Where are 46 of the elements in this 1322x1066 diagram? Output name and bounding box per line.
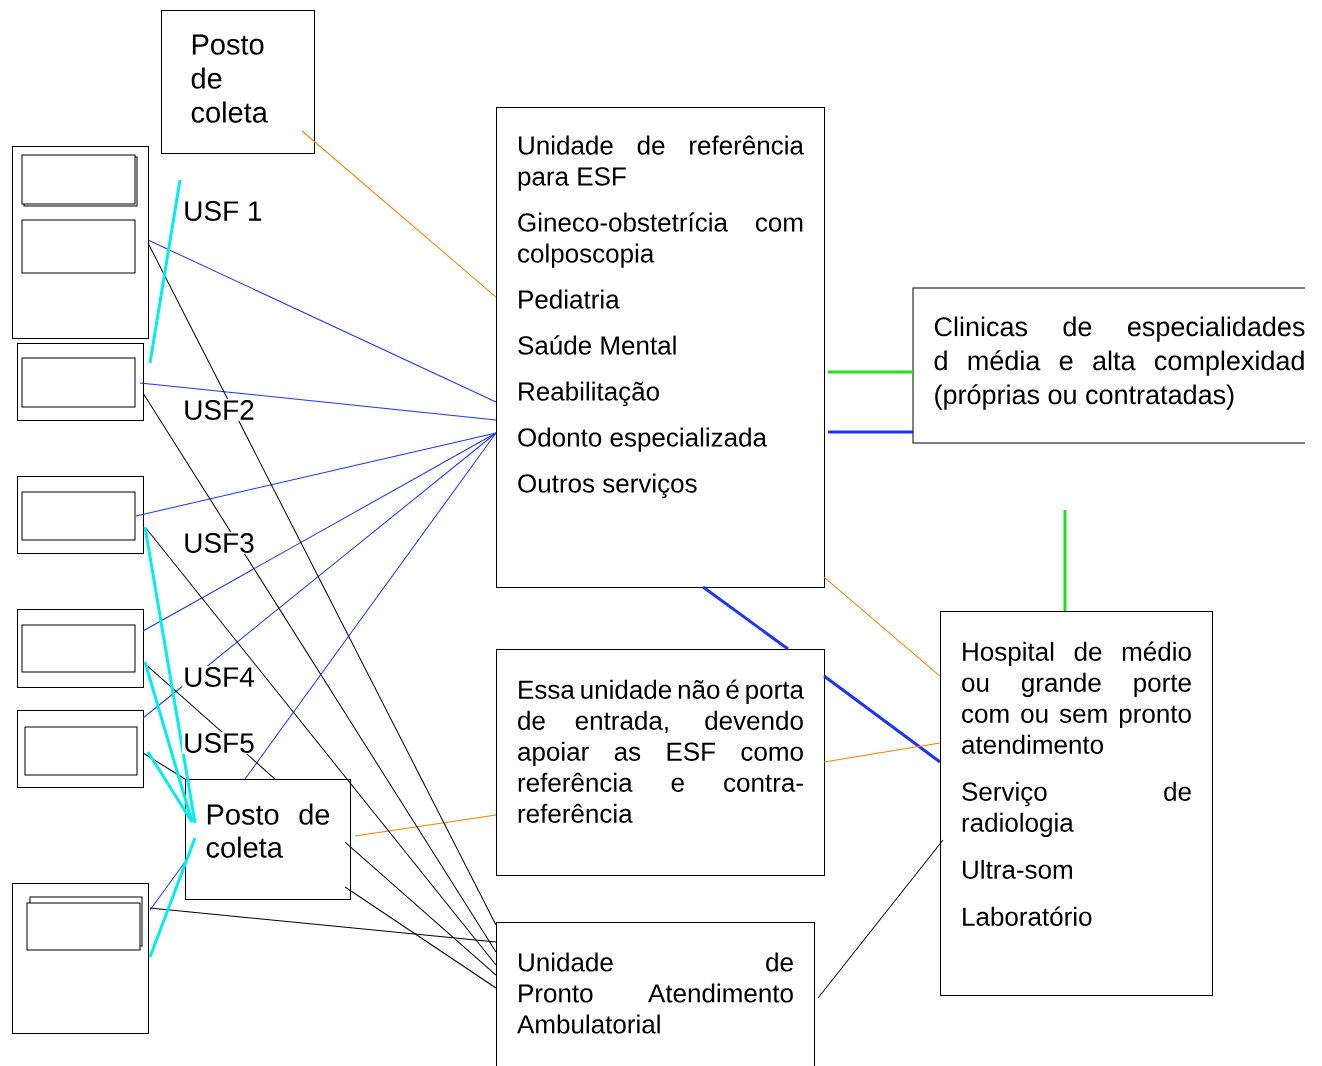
connector-line <box>148 179 182 364</box>
unit-label: USF 1 <box>182 200 264 222</box>
unit-box <box>12 883 149 1034</box>
text-box: Posto de coleta <box>161 10 315 154</box>
connector-line <box>828 430 913 434</box>
connector-line <box>823 742 941 763</box>
connector-line <box>148 837 197 958</box>
unit-label: USF2 <box>182 399 256 421</box>
text-box: Posto de coleta <box>185 779 351 900</box>
unit-label: USF3 <box>182 532 256 554</box>
connector-line <box>702 585 789 651</box>
connector-line <box>135 432 497 517</box>
connector-line <box>817 839 944 999</box>
connector-line <box>147 239 497 403</box>
connector-line <box>344 841 497 976</box>
text-box: Unidade de referência para ESF Gineco-obstetrícia com colposcopia Pediatria Saúde Mental Reabilitação Odonto especializada Outros serviços <box>496 107 825 588</box>
unit-box <box>17 710 144 788</box>
connector-line <box>149 861 186 911</box>
connector-line <box>144 526 497 966</box>
connector-line <box>344 886 497 989</box>
connector-line <box>146 751 194 823</box>
text-box: Essa unidade não é porta de entrada, devendo apoiar as ESF como referência e contra-referência <box>496 649 825 876</box>
unit-label: USF5 <box>182 732 256 754</box>
unit-label: USF4 <box>182 666 256 688</box>
connector-line <box>828 370 913 374</box>
unit-box <box>12 146 149 339</box>
text-box: Unidade de Pronto Atendimento Ambulatorial <box>496 922 815 1066</box>
connector-line <box>143 526 197 824</box>
connector-line <box>354 814 497 837</box>
text-box: Hospital de médio ou grande porte com ou sem pronto atendimento Serviço de radiologia Ultra-som Laboratório <box>940 611 1213 996</box>
unit-box <box>17 343 144 421</box>
connector-line <box>139 382 497 421</box>
connector-line <box>823 674 941 764</box>
connector-line <box>143 661 194 823</box>
connector-line <box>1063 510 1067 611</box>
unit-box <box>17 609 144 688</box>
text-box: Clinicas de especialidades d média e alta complexidad (próprias ou contratadas) <box>912 287 1306 444</box>
connector-line <box>142 752 186 780</box>
connector-line <box>142 432 497 719</box>
connector-line <box>147 242 497 926</box>
connector-line <box>301 130 497 298</box>
unit-box <box>17 476 144 554</box>
connector-line <box>244 432 497 780</box>
connector-line <box>142 392 497 953</box>
connector-line <box>149 907 497 943</box>
connector-line <box>823 576 941 677</box>
